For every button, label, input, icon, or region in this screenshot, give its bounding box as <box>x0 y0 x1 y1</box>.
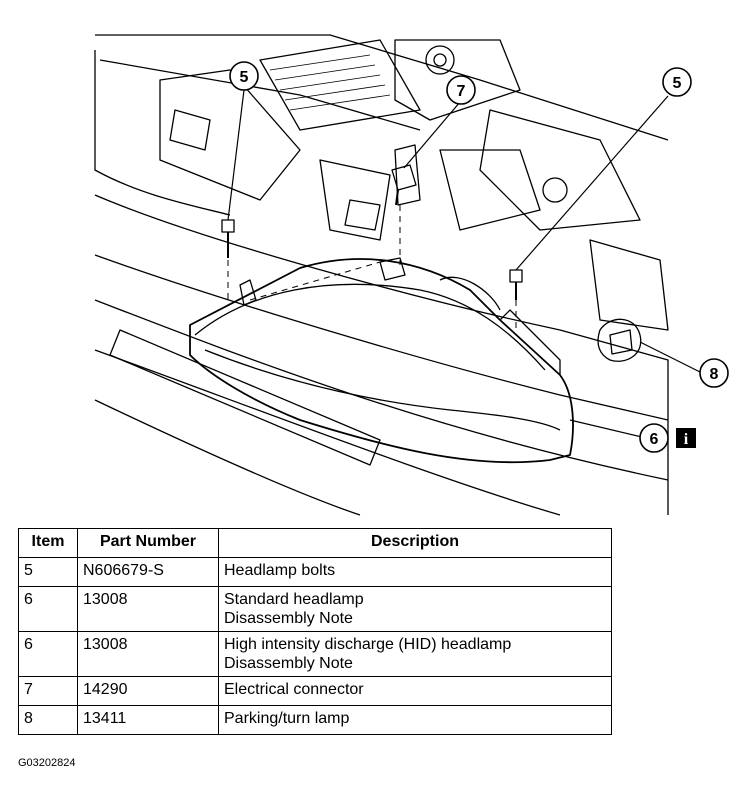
callout-7: 7 <box>446 75 476 105</box>
part-number-cell: 13008 <box>77 631 219 677</box>
description-line: Standard headlamp <box>224 591 364 608</box>
callout-label: 6 <box>650 431 659 448</box>
part-number-cell: 13008 <box>77 586 219 632</box>
callout-label: 5 <box>240 69 249 86</box>
description-cell: Headlamp bolts <box>218 557 612 587</box>
parts-table: Item Part Number Description 5 N606679-S… <box>18 528 612 735</box>
leader-line-6 <box>569 419 643 438</box>
item-cell: 7 <box>18 676 78 706</box>
callout-6: 6 <box>639 423 669 453</box>
item-cell: 5 <box>18 557 78 587</box>
table-row: 8 13411 Parking/turn lamp <box>18 705 612 735</box>
description-cell: Electrical connector <box>218 676 612 706</box>
leader-line-5-right <box>515 95 669 271</box>
header-item: Item <box>18 528 78 558</box>
callout-label: 5 <box>673 75 682 92</box>
disassembly-note-link[interactable]: Disassembly Note <box>224 655 353 672</box>
table-row: 7 14290 Electrical connector <box>18 676 612 706</box>
disassembly-note-link[interactable]: Disassembly Note <box>224 610 353 627</box>
callout-5-right: 5 <box>662 67 692 97</box>
table-header-row: Item Part Number Description <box>18 528 612 558</box>
figure-id: G03202824 <box>18 757 76 769</box>
part-number-cell: 14290 <box>77 676 219 706</box>
description-cell: Standard headlamp Disassembly Note <box>218 586 612 632</box>
leader-line-8 <box>639 341 701 373</box>
header-part-number: Part Number <box>77 528 219 558</box>
item-cell: 6 <box>18 586 78 632</box>
item-cell: 6 <box>18 631 78 677</box>
info-icon[interactable]: i <box>676 428 696 448</box>
leader-line-7 <box>403 101 461 169</box>
description-line: Electrical connector <box>224 681 364 698</box>
callout-5-left: 5 <box>229 61 259 91</box>
table-row: 5 N606679-S Headlamp bolts <box>18 557 612 587</box>
info-badge-label: i <box>684 431 689 448</box>
headlamp-exploded-illustration: 5 7 5 8 6 i <box>94 34 729 516</box>
table-row: 6 13008 Standard headlamp Disassembly No… <box>18 586 612 632</box>
callout-label: 8 <box>710 366 719 383</box>
table-row: 6 13008 High intensity discharge (HID) h… <box>18 631 612 677</box>
callout-label: 7 <box>457 83 466 100</box>
description-line: Parking/turn lamp <box>224 710 350 727</box>
item-cell: 8 <box>18 705 78 735</box>
description-cell: High intensity discharge (HID) headlamp … <box>218 631 612 677</box>
description-cell: Parking/turn lamp <box>218 705 612 735</box>
description-line: Headlamp bolts <box>224 562 336 579</box>
part-number-cell: 13411 <box>77 705 219 735</box>
callout-8: 8 <box>699 358 729 388</box>
header-description: Description <box>218 528 612 558</box>
leader-line-5-left <box>227 89 245 221</box>
description-line: High intensity discharge (HID) headlamp <box>224 636 512 653</box>
part-number-cell: N606679-S <box>77 557 219 587</box>
